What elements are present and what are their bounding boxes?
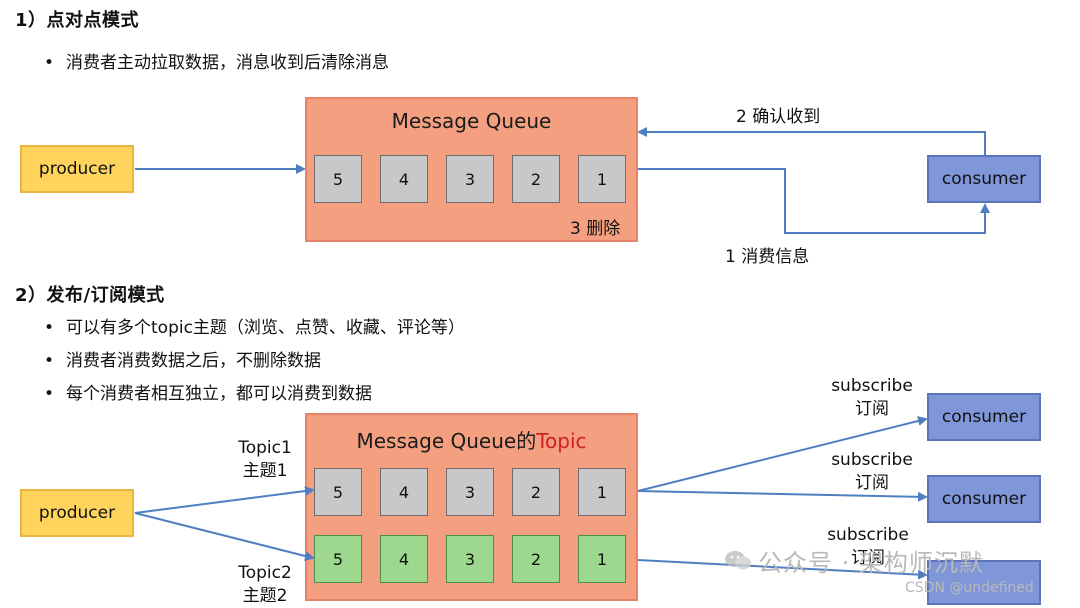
topic2-slot: 1 [578,535,626,583]
confirm-label: 2 确认收到 [736,107,821,127]
queue1-slot: 4 [380,155,428,203]
topic2-slot: 5 [314,535,362,583]
queue-title-2: Message Queue的Topic [307,425,636,454]
subscribe-text: subscribe [831,376,913,396]
section1-heading: 1）点对点模式 [15,10,140,31]
bullet-dot: • [44,318,55,338]
consume-label: 1 消费信息 [725,247,810,267]
section1-bullet-text: 消费者主动拉取数据，消息收到后清除消息 [66,53,389,73]
subscribe-cn: 订阅 [855,473,889,493]
subscribe-label-1: subscribe 订阅 [820,375,924,421]
consumer-box-4 [927,560,1041,605]
bullet-dot: • [44,384,55,404]
section2-bullet: • 消费者消费数据之后，不删除数据 [44,346,321,371]
queue1-slot: 1 [578,155,626,203]
section2-bullet-text: 每个消费者相互独立，都可以消费到数据 [66,384,372,404]
topic1-slot: 4 [380,468,428,516]
queue1-slot: 3 [446,155,494,203]
queue-title-2-accent: Topic [536,429,587,453]
section1-bullet: • 消费者主动拉取数据，消息收到后清除消息 [44,48,389,73]
producer-box-2: producer [20,489,134,537]
topic2-label: Topic2 主题2 [232,562,298,608]
bullet-dot: • [44,53,55,73]
section2-bullet: • 可以有多个topic主题（浏览、点赞、收藏、评论等） [44,313,465,338]
queue-title-1: Message Queue [391,109,552,133]
queue1-slot: 2 [512,155,560,203]
topic2-slot: 4 [380,535,428,583]
section2-bullet: • 每个消费者相互独立，都可以消费到数据 [44,379,372,404]
queue-title-2-prefix: Message Queue的 [356,429,537,453]
delete-label: 3 删除 [570,219,621,239]
watermark-main: 公众号 · 架构师沉默 [758,549,984,577]
producer-to-topic1-arrow [134,486,315,514]
topic2-slot: 2 [512,535,560,583]
subscribe-text: subscribe [831,450,913,470]
bullet-dot: • [44,351,55,371]
topic2-slot: 3 [446,535,494,583]
consumer-box-2: consumer [927,393,1041,441]
confirm-arrow [637,127,986,155]
topic2-name: Topic2 [238,563,292,583]
watermark-sub: CSDN @undefined [905,580,1034,596]
topic1-label: Topic1 主题1 [232,437,298,483]
section2-bullet-text: 可以有多个topic主题（浏览、点赞、收藏、评论等） [66,318,465,338]
topic1-name: Topic1 [238,438,292,458]
consumer-box-3: consumer [927,475,1041,523]
producer-to-topic2-arrow [134,512,315,561]
section2-heading: 2）发布/订阅模式 [15,285,165,306]
subscribe-label-2: subscribe 订阅 [820,449,924,495]
producer-box-1: producer [20,145,134,193]
topic1-slot: 1 [578,468,626,516]
consumer-box-1: consumer [927,155,1041,203]
topic1-slot: 3 [446,468,494,516]
topic2-cn: 主题2 [242,586,288,606]
subscribe-text: subscribe [827,525,909,545]
section2-bullet-text: 消费者消费数据之后，不删除数据 [66,351,321,371]
wechat-icon [725,551,751,570]
queue1-slot: 5 [314,155,362,203]
topic1-slot: 2 [512,468,560,516]
topic1-cn: 主题1 [242,461,288,481]
topic1-slot: 5 [314,468,362,516]
subscribe-cn: 订阅 [855,399,889,419]
